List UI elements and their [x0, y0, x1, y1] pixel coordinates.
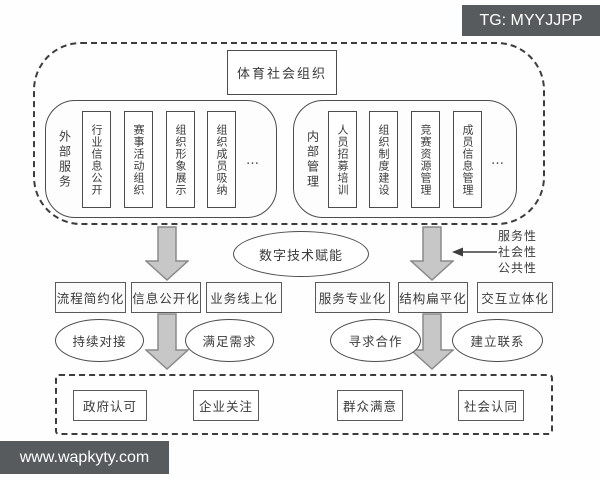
mechanism-6: 交互立体化 [481, 291, 549, 306]
internal-item-1: 人员招募培训 [336, 123, 349, 196]
down-arrow-icon [145, 226, 189, 282]
internal-item-box: 成员信息管理 [453, 111, 482, 208]
action-ellipse: 持续对接 [55, 319, 144, 362]
mechanism-box: 业务线上化 [206, 282, 282, 313]
outcome-1: 政府认可 [82, 399, 137, 414]
internal-management-group: 内部管理 人员招募培训 组织制度建设 竞赛资源管理 成员信息管理 … [293, 100, 517, 218]
mechanism-3: 业务线上化 [210, 291, 278, 306]
attribute-3: 公共性 [498, 261, 538, 275]
mechanism-4: 服务专业化 [318, 291, 387, 306]
external-item-1: 行业信息公开 [90, 123, 103, 196]
action-4: 建立联系 [470, 334, 525, 349]
external-item-box: 组织形象展示 [166, 111, 195, 208]
diagram-title: 体育社会组织 [236, 67, 327, 82]
mechanism-1: 流程简约化 [56, 291, 125, 306]
empowerment-ellipse: 数字技术赋能 [233, 231, 369, 277]
mechanism-box: 服务专业化 [315, 282, 390, 313]
internal-management-label: 内部管理 [305, 130, 320, 190]
organization-dashed-container [33, 42, 545, 225]
external-item-box: 赛事活动组织 [124, 111, 153, 208]
title-box: 体育社会组织 [227, 50, 337, 95]
attribute-1: 服务性 [498, 229, 538, 243]
external-services-group: 外部服务 行业信息公开 赛事活动组织 组织形象展示 组织成员吸纳 … [45, 100, 277, 218]
action-2: 满足需求 [202, 334, 257, 349]
outcome-3: 群众满意 [342, 399, 397, 414]
mechanism-5: 结构扁平化 [399, 291, 467, 306]
outcome-box: 社会认同 [458, 390, 524, 421]
action-ellipse: 建立联系 [452, 319, 543, 362]
external-item-4: 组织成员吸纳 [215, 123, 228, 196]
internal-item-box: 组织制度建设 [369, 111, 398, 208]
external-item-3: 组织形象展示 [174, 123, 187, 196]
attribute-2: 社会性 [498, 245, 538, 259]
internal-item-box: 人员招募培训 [328, 111, 357, 208]
down-arrow-icon [410, 226, 454, 282]
mechanism-box: 结构扁平化 [398, 282, 468, 313]
external-services-label: 外部服务 [57, 130, 72, 190]
down-arrow-icon [145, 313, 189, 371]
outcome-4: 社会认同 [463, 399, 518, 414]
watermark-bottom: www.wapkyty.com [0, 441, 169, 474]
external-item-box: 行业信息公开 [82, 111, 111, 208]
outcome-box: 群众满意 [337, 390, 403, 421]
action-1: 持续对接 [72, 334, 127, 349]
mechanism-2: 信息公开化 [132, 291, 200, 306]
watermark-top-text: TG: MYYJJPP [479, 11, 583, 29]
internal-item-3: 竞赛资源管理 [419, 123, 432, 196]
internal-item-2: 组织制度建设 [377, 123, 390, 196]
outcomes-dashed-container [55, 374, 553, 435]
action-ellipse: 寻求合作 [330, 319, 421, 362]
external-ellipsis: … [246, 153, 260, 168]
external-item-box: 组织成员吸纳 [207, 111, 236, 208]
outcome-box: 企业关注 [193, 390, 259, 421]
action-3: 寻求合作 [348, 334, 403, 349]
empowerment-label: 数字技术赋能 [258, 248, 343, 264]
internal-item-4: 成员信息管理 [461, 123, 474, 196]
outcome-box: 政府认可 [73, 390, 147, 421]
left-arrow-icon [452, 246, 498, 258]
down-arrow-icon [410, 313, 454, 371]
action-ellipse: 满足需求 [185, 319, 274, 362]
mechanism-box: 信息公开化 [131, 282, 201, 313]
mechanism-box: 交互立体化 [477, 282, 553, 313]
outcome-2: 企业关注 [198, 399, 253, 414]
internal-ellipsis: … [491, 153, 505, 168]
mechanism-box: 流程简约化 [55, 282, 126, 313]
internal-item-box: 竞赛资源管理 [411, 111, 440, 208]
external-item-2: 赛事活动组织 [132, 123, 145, 196]
watermark-top: TG: MYYJJPP [462, 5, 600, 36]
attributes-annotation: 服务性 社会性 公共性 [498, 228, 558, 276]
watermark-bottom-text: www.wapkyty.com [19, 448, 150, 466]
